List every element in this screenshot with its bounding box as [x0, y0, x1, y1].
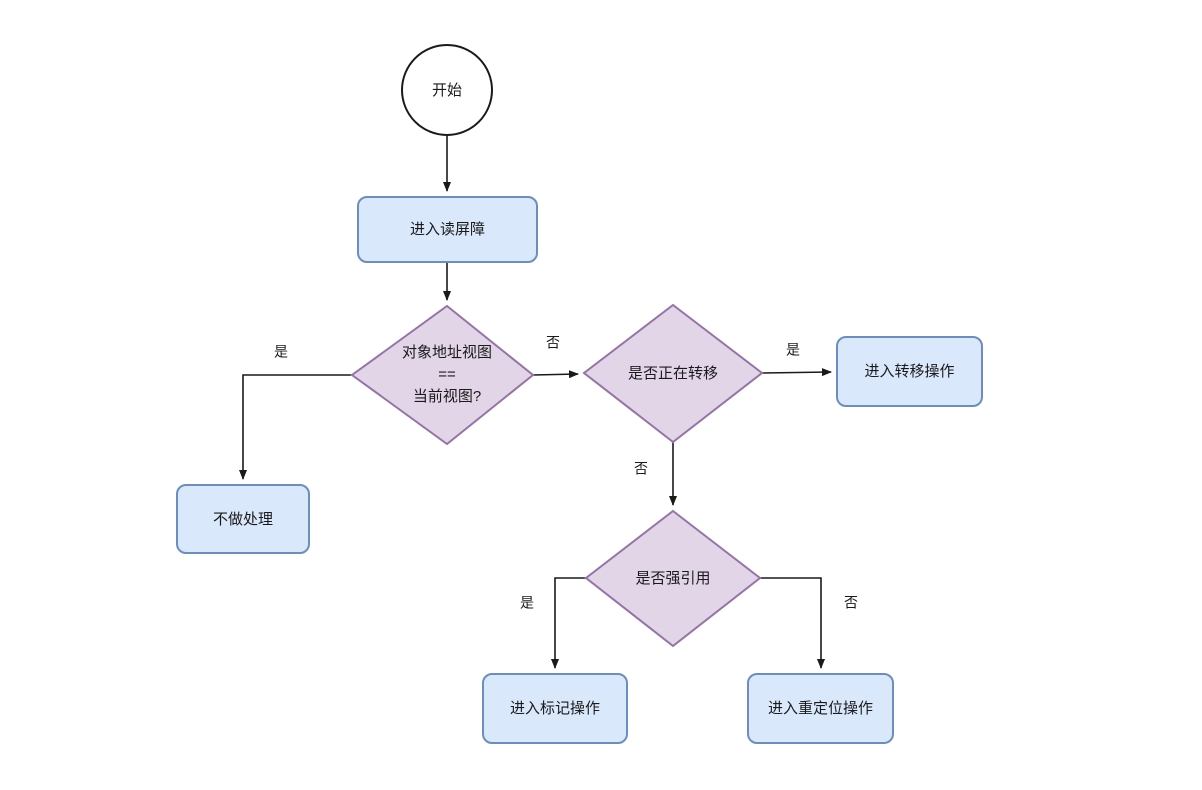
edge-label-no: 否: [634, 461, 648, 477]
view-check-diamond-shape[interactable]: [350, 304, 535, 446]
relocating-label: 是否正在转移: [628, 365, 718, 382]
edge-line: [761, 368, 832, 377]
node-view-check[interactable]: 对象地址视图 == 当前视图?: [350, 304, 535, 446]
node-remap-op[interactable]: 进入重定位操作: [747, 673, 894, 744]
barrier-label: 进入读屏障: [410, 220, 485, 238]
node-layer: 开始 进入读屏障 对象地址视图 == 当前视图? 不做处理 是否正在转移 进入转…: [176, 44, 983, 744]
node-mark-op[interactable]: 进入标记操作: [482, 673, 628, 744]
edge-label-no: 否: [844, 595, 858, 611]
edge-view-check-to-relocating: 否: [532, 335, 579, 379]
strong-ref-diamond-shape[interactable]: [584, 509, 762, 648]
node-barrier[interactable]: 进入读屏障: [357, 196, 538, 263]
relocate-op-label: 进入转移操作: [864, 363, 954, 380]
start-circle-shape[interactable]: [401, 44, 493, 136]
start-label: 开始: [432, 82, 462, 99]
barrier-rect-shape[interactable]: [357, 196, 538, 263]
view-check-label-line3: 当前视图?: [413, 388, 481, 405]
edge-view-check-to-noop: 是: [239, 344, 352, 480]
edge-line: [239, 374, 352, 480]
edge-strong-ref-to-remap-op: 否: [760, 577, 858, 669]
edge-line: [532, 370, 579, 379]
relocate-op-rect-shape[interactable]: [836, 336, 983, 407]
edge-label-no: 否: [546, 335, 560, 351]
edge-relocating-to-relocate-op: 是: [761, 342, 832, 377]
edge-layer: 是 否 是 否 是 否: [239, 136, 858, 669]
edge-line: [551, 577, 586, 669]
remap-op-label: 进入重定位操作: [768, 700, 873, 717]
relocating-diamond-shape[interactable]: [582, 303, 764, 444]
edge-label-yes: 是: [274, 344, 288, 360]
remap-op-rect-shape[interactable]: [747, 673, 894, 744]
mark-op-rect-shape[interactable]: [482, 673, 628, 744]
edge-line: [760, 577, 825, 669]
node-relocating[interactable]: 是否正在转移: [582, 303, 764, 444]
strong-ref-label: 是否强引用: [635, 570, 710, 587]
node-noop[interactable]: 不做处理: [176, 484, 310, 554]
mark-op-label: 进入标记操作: [510, 700, 600, 717]
edge-strong-ref-to-mark-op: 是: [520, 577, 586, 669]
node-relocate-op[interactable]: 进入转移操作: [836, 336, 983, 407]
edge-label-yes: 是: [786, 342, 800, 358]
view-check-label-line1: 对象地址视图: [402, 344, 492, 361]
node-start[interactable]: 开始: [401, 44, 493, 136]
noop-rect-shape[interactable]: [176, 484, 310, 554]
edge-relocating-to-strong-ref: 否: [634, 442, 677, 506]
view-check-label-line2: ==: [438, 366, 456, 383]
node-strong-ref[interactable]: 是否强引用: [584, 509, 762, 648]
noop-label: 不做处理: [213, 511, 273, 528]
edge-label-yes: 是: [520, 595, 534, 611]
